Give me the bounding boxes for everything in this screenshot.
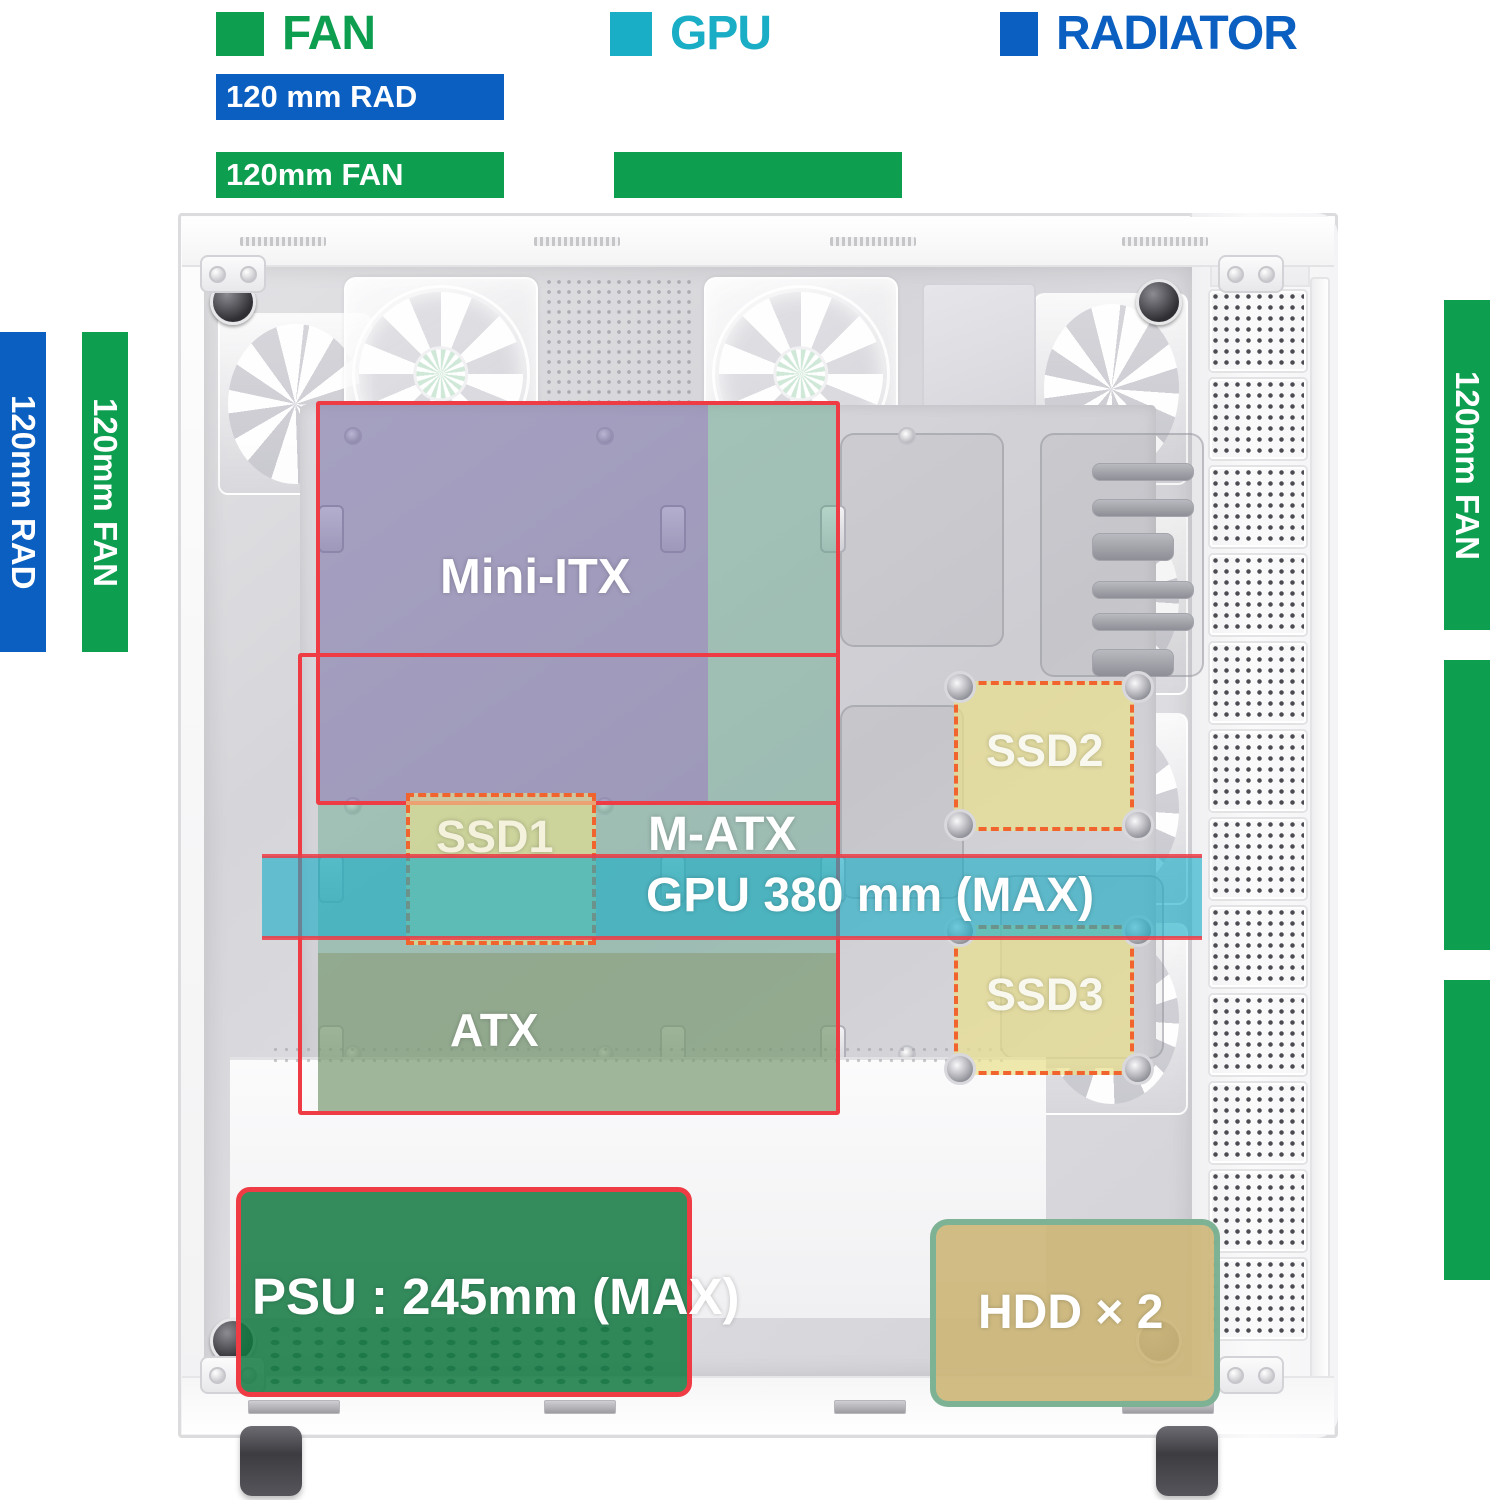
mesh-panel-rail: [1310, 277, 1330, 1408]
overlay-label-matx: M-ATX: [648, 808, 797, 861]
gpu-swatch-icon: [610, 11, 652, 56]
overlay-matx-upper: [708, 403, 838, 803]
cable-slot: [1092, 581, 1194, 599]
mesh-cell: [1210, 1259, 1306, 1339]
overlay-label-mini-itx: Mini-ITX: [440, 550, 631, 604]
overlay-psu-outline: [236, 1187, 692, 1397]
top-vent: [534, 237, 620, 246]
mesh-cell: [1210, 467, 1306, 547]
standoff: [318, 505, 344, 553]
overlay-ssd3-fill: [954, 925, 1134, 1075]
mesh-cell: [1210, 643, 1306, 723]
legend-label-radiator: RADIATOR: [1056, 7, 1298, 60]
screw-hole: [596, 427, 614, 445]
cable-slot: [1092, 499, 1194, 517]
tag-left-120mm-rad-label: 120mm RAD: [5, 394, 42, 590]
overlay-label-psu: PSU : 245mm (MAX): [252, 1268, 740, 1325]
legend-item-fan: FAN: [216, 6, 376, 61]
mesh-cell: [1210, 379, 1306, 459]
case-foot-left: [240, 1426, 302, 1496]
mesh-cell: [1210, 1171, 1306, 1251]
tag-top-120mm-fan-label: 120mm FAN: [226, 157, 404, 192]
tag-right-120mm-fan: 120mm FAN: [1444, 300, 1490, 630]
screw-hole: [344, 427, 362, 445]
cable-slot: [1092, 613, 1194, 631]
bottom-vent: [248, 1400, 340, 1414]
bottom-vent: [544, 1400, 616, 1414]
overlay-label-gpu: GPU 380 mm (MAX): [646, 869, 1095, 922]
legend-label-gpu: GPU: [670, 7, 772, 60]
legend-item-gpu: GPU: [610, 6, 772, 61]
ssd-standoff: [944, 809, 976, 841]
bottom-right-mount-plate: [1218, 1356, 1284, 1394]
top-vent: [240, 237, 326, 246]
cpu-cutout: [840, 433, 1004, 647]
mesh-cell: [1210, 995, 1306, 1075]
screw-hole: [898, 427, 916, 445]
overlay-label-ssd2: SSD2: [986, 725, 1104, 776]
overlay-label-ssd1: SSD1: [436, 811, 554, 862]
tag-left-120mm-fan-label: 120mm FAN: [87, 397, 124, 587]
overlay-label-ssd3: SSD3: [986, 969, 1104, 1020]
tag-top-120mm-rad-label: 120 mm RAD: [226, 79, 418, 114]
overlay-hdd-region: [930, 1219, 1220, 1407]
mesh-cell: [1210, 555, 1306, 635]
ssd-standoff: [1122, 809, 1154, 841]
overlay-psu-vent-texture: [264, 1323, 664, 1385]
tag-left-120mm-fan: 120mm FAN: [82, 332, 128, 652]
tag-top-120mm-fan: 120mm FAN: [216, 152, 504, 198]
top-left-mount-plate: [200, 255, 266, 293]
tag-left-120mm-rad: 120mm RAD: [0, 332, 46, 652]
tag-right-120mm-fan-label: 120mm FAN: [1449, 370, 1486, 560]
overlay-ssd2-border: [954, 681, 1134, 831]
ssd-standoff: [1122, 671, 1154, 703]
tag-right-green-block-3: [1444, 980, 1490, 1280]
overlay-mini-itx-region: [318, 403, 708, 803]
bottom-vent: [834, 1400, 906, 1414]
ssd-standoff: [1122, 1053, 1154, 1085]
mesh-cell: [1210, 819, 1306, 899]
legend-label-fan: FAN: [282, 7, 376, 60]
overlay-atx-region: [318, 953, 838, 1113]
ssd-standoff: [944, 1053, 976, 1085]
overlay-gpu-bar-line-bottom: [262, 936, 1202, 940]
overlay-label-hdd: HDD × 2: [978, 1286, 1164, 1339]
radiator-swatch-icon: [1000, 11, 1038, 56]
mesh-cell: [1210, 1083, 1306, 1163]
tag-right-green-block-2: [1444, 660, 1490, 950]
cable-slot: [1092, 463, 1194, 481]
pc-case: Mini-ITX M-ATX ATX SSD1 SSD2 SSD3 GPU 38…: [178, 213, 1338, 1496]
overlay-gpu-bar: [262, 856, 1202, 938]
ssd-standoff: [944, 671, 976, 703]
overlay-label-atx: ATX: [450, 1004, 539, 1056]
top-vent: [830, 237, 916, 246]
mesh-cell: [1210, 291, 1306, 371]
thumbscrew-top-right[interactable]: [1136, 279, 1182, 325]
overlay-ssd2-fill: [954, 681, 1134, 831]
mesh-cell: [1210, 731, 1306, 811]
standoff: [660, 505, 686, 553]
fan-swatch-icon: [216, 11, 264, 56]
case-top-bar: [182, 217, 1334, 267]
legend-item-radiator: RADIATOR: [1000, 6, 1298, 61]
tag-top-120mm-rad: 120 mm RAD: [216, 74, 504, 120]
cable-slot: [1092, 533, 1174, 561]
tag-top-green-block: [614, 152, 902, 198]
mesh-cell: [1210, 907, 1306, 987]
overlay-gpu-bar-line-top: [262, 854, 1202, 858]
case-foot-right: [1156, 1426, 1218, 1496]
top-vent: [1122, 237, 1208, 246]
top-right-mount-plate: [1218, 255, 1284, 293]
standoff: [820, 505, 846, 553]
